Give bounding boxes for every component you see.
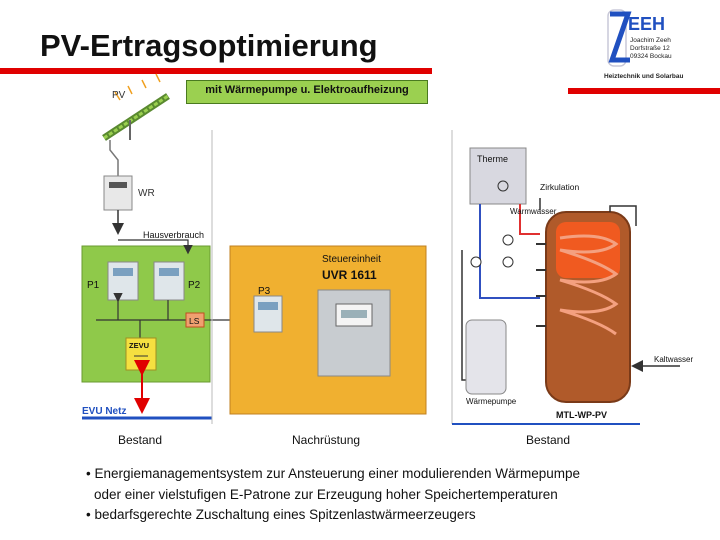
meter-p3-display	[258, 302, 278, 310]
page-title: PV-Ertragsoptimierung	[40, 28, 378, 63]
meter-p1-icon	[107, 261, 139, 301]
label-warmwasser: Warmwasser	[510, 207, 557, 216]
therme-return-pipe	[479, 204, 540, 299]
logo-line1: Joachim Zeeh	[630, 37, 671, 44]
valve-2-icon	[470, 256, 482, 268]
title-underline	[0, 68, 432, 74]
label-p3: P3	[258, 286, 271, 297]
valve-3-icon	[502, 256, 514, 268]
pv-cable	[109, 140, 119, 176]
logo-z-mark	[608, 11, 632, 63]
inverter-display	[109, 182, 127, 188]
label-therme: Therme	[477, 154, 508, 164]
ls-breaker-icon	[185, 312, 205, 328]
label-ls: LS	[189, 316, 200, 326]
label-p2: P2	[188, 280, 201, 291]
warmwasser-outlet	[609, 205, 637, 226]
bullet-1-line-1: • Energiemanagementsystem zur Ansteuerun…	[86, 466, 580, 481]
label-pv: PV	[112, 90, 126, 101]
controller-screen	[341, 310, 367, 318]
meter-p1-display	[113, 268, 133, 276]
pv-panel-icon	[102, 73, 170, 141]
logo-line3: 09324 Bockau	[630, 53, 672, 60]
logo-tank-icon	[607, 9, 627, 67]
therme-icon	[469, 147, 527, 205]
section-nachruestung: Nachrüstung	[292, 433, 360, 447]
label-hausverbrauch: Hausverbrauch	[143, 230, 204, 240]
section-bestand-left: Bestand	[118, 433, 162, 447]
label-steuereinheit: Steuereinheit	[322, 254, 381, 265]
label-zevu: ZEVU	[129, 341, 149, 350]
tank-coil	[559, 234, 619, 336]
label-p1: P1	[87, 280, 100, 291]
logo-brand: EEH	[628, 14, 665, 34]
bullet-1-line-2: oder einer vielstufigen E-Patrone zur Er…	[94, 487, 558, 502]
label-zirkulation: Zirkulation	[540, 182, 579, 192]
logo-underline	[568, 88, 720, 94]
inverter-icon	[103, 175, 133, 211]
waermepumpe-icon	[465, 319, 507, 395]
label-evu-netz: EVU Netz	[82, 406, 126, 417]
meter-p2-display	[159, 268, 179, 276]
therme-pump-icon	[497, 180, 509, 192]
label-wr: WR	[138, 188, 155, 199]
logo-tagline: Heiztechnik und Solarbau	[604, 73, 683, 80]
therme-flow-pipe	[519, 204, 540, 235]
company-logo: EEH Joachim Zeeh Dorfstraße 12 09324 Boc…	[604, 9, 683, 80]
hausverbrauch-line	[118, 239, 193, 255]
label-waermepumpe: Wärmepumpe	[466, 397, 517, 406]
controller-unit-icon	[317, 289, 391, 377]
system-diagram: PV WR Hausverbrauch P1 P2 LS ZEVU EVU Ne…	[81, 73, 693, 447]
logo-line2: Dorfstraße 12	[630, 45, 670, 52]
meter-p3-icon	[253, 295, 283, 333]
bullet-2: • bedarfsgerechte Zuschaltung eines Spit…	[86, 507, 476, 522]
valve-1-icon	[502, 234, 514, 246]
label-mtl: MTL-WP-PV	[556, 410, 607, 420]
subtitle: mit Wärmepumpe u. Elektroaufheizung	[205, 84, 409, 96]
label-uvr: UVR 1611	[322, 268, 377, 282]
section-bestand-right: Bestand	[526, 433, 570, 447]
meter-p2-icon	[153, 261, 185, 301]
label-kaltwasser: Kaltwasser	[654, 355, 693, 364]
subtitle-box: mit Wärmepumpe u. Elektroaufheizung	[186, 80, 428, 104]
